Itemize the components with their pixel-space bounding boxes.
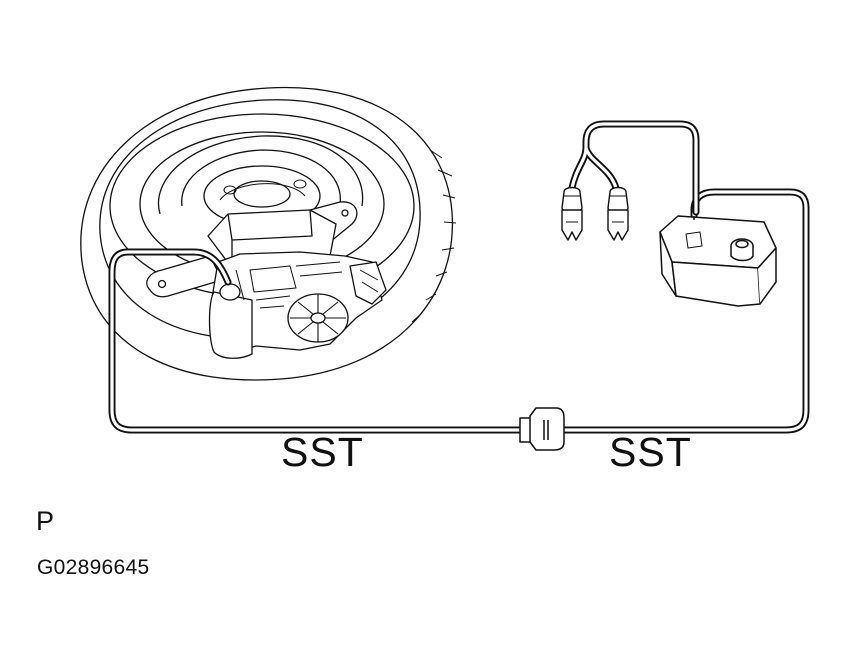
test-leads bbox=[568, 120, 700, 216]
section-code-letter: P bbox=[36, 506, 55, 536]
connector-male-half bbox=[529, 407, 565, 451]
mounting-bracket-left bbox=[146, 255, 223, 298]
wheel-hub-center bbox=[233, 180, 291, 208]
alligator-clip-right bbox=[607, 186, 629, 241]
tester-box-top bbox=[659, 215, 777, 269]
tester-box bbox=[659, 215, 777, 307]
gearbox-end-plate bbox=[349, 261, 387, 305]
figure-id: G02896645 bbox=[37, 556, 150, 579]
wheel-rim-inner-arc bbox=[157, 135, 364, 215]
tester-box-side bbox=[671, 261, 761, 307]
test-leads-outer bbox=[568, 120, 700, 216]
tire-outer-edge bbox=[80, 86, 454, 381]
motor-assembly bbox=[146, 201, 387, 359]
motor-cylinder bbox=[208, 291, 253, 359]
alligator-clip-left bbox=[561, 186, 583, 241]
inline-connector bbox=[519, 407, 565, 451]
test-leads-inner bbox=[570, 122, 698, 214]
tire-tread-marks bbox=[411, 149, 457, 323]
sst-label-right: SST bbox=[609, 429, 692, 475]
sst-label-left: SST bbox=[281, 429, 364, 475]
